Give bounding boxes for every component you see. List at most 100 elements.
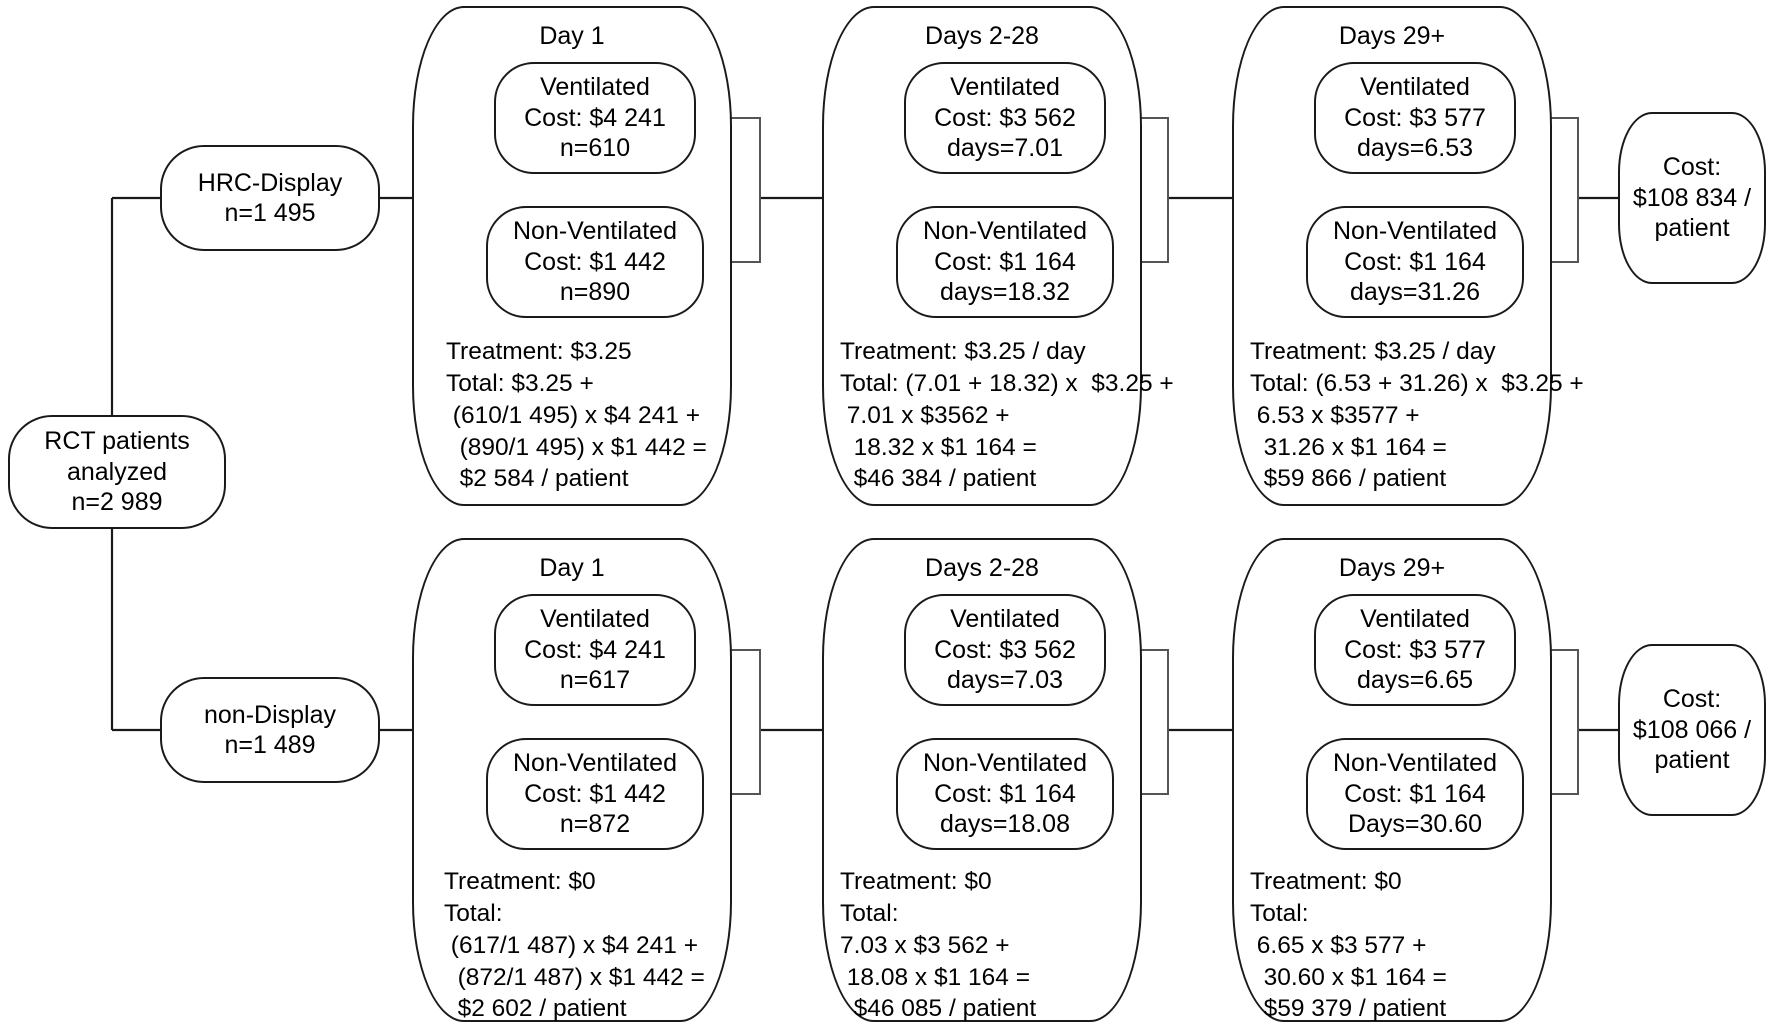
formula-line: $46 384 / patient: [840, 465, 1037, 493]
total-line-1: Cost:: [1662, 685, 1722, 714]
vent-line-1: Ventilated: [540, 73, 650, 102]
vent-line-3: n=617: [559, 666, 631, 695]
node-top-days2-28-ventilated[interactable]: Ventilated Cost: $3 562 days=7.01: [904, 62, 1106, 174]
nonvent-line-2: Cost: $1 164: [934, 247, 1076, 276]
formula-line: (617/1 487) x $4 241 +: [444, 931, 699, 959]
stage-title-bottom-days-2-28: Days 2-28: [925, 554, 1039, 582]
nonvent-line-3: n=872: [559, 810, 631, 839]
formula-line: (890/1 495) x $1 442 =: [446, 433, 707, 461]
formula-line: $2 584 / patient: [446, 465, 629, 493]
nonvent-line-1: Non-Ventilated: [512, 217, 677, 246]
formula-line: (610/1 495) x $4 241 +: [446, 401, 701, 429]
node-top-day1-non-ventilated[interactable]: Non-Ventilated Cost: $1 442 n=890: [486, 206, 704, 318]
nonvent-line-3: days=18.32: [940, 278, 1070, 307]
node-bottom-day1-non-ventilated[interactable]: Non-Ventilated Cost: $1 442 n=872: [486, 738, 704, 850]
vent-line-2: Cost: $3 562: [934, 635, 1076, 664]
formula-line: Treatment: $3.25 / day: [840, 338, 1086, 365]
nonvent-line-1: Non-Ventilated: [922, 217, 1087, 246]
formula-line: Total: $3.25 +: [446, 369, 594, 397]
total-line-3: patient: [1654, 214, 1730, 243]
node-top-days29-ventilated[interactable]: Ventilated Cost: $3 577 days=6.53: [1314, 62, 1516, 174]
formula-line: 18.08 x $1 164 =: [840, 963, 1031, 991]
vent-line-2: Cost: $4 241: [524, 103, 666, 132]
formula-line: (872/1 487) x $1 442 =: [444, 963, 705, 991]
total-line-3: patient: [1654, 746, 1730, 775]
node-top-day1-ventilated[interactable]: Ventilated Cost: $4 241 n=610: [494, 62, 696, 174]
node-bottom-days2-28-ventilated[interactable]: Ventilated Cost: $3 562 days=7.03: [904, 594, 1106, 706]
formula-line: Total:: [840, 899, 899, 927]
formula-line: $2 602 / patient: [444, 995, 627, 1023]
nonvent-line-1: Non-Ventilated: [512, 749, 677, 778]
formula-line: 6.53 x $3577 +: [1250, 401, 1420, 429]
arm-label-line-1: non-Display: [203, 700, 336, 729]
node-non-display[interactable]: non-Display n=1 489: [160, 677, 380, 783]
vent-line-2: Cost: $3 577: [1344, 103, 1486, 132]
formula-line: Treatment: $3.25 / day: [1250, 338, 1496, 365]
nonvent-line-2: Cost: $1 164: [1344, 779, 1486, 808]
nonvent-line-2: Cost: $1 442: [524, 779, 666, 808]
formula-line: 31.26 x $1 164 =: [1250, 433, 1447, 461]
formula-bottom-day-1: Treatment: $0 Total: (617/1 487) x $4 241…: [444, 866, 754, 1025]
total-line-2: $108 066 /: [1632, 715, 1752, 744]
nonvent-line-1: Non-Ventilated: [922, 749, 1087, 778]
node-top-days2-28-non-ventilated[interactable]: Non-Ventilated Cost: $1 164 days=18.32: [896, 206, 1114, 318]
formula-line: Treatment: $0: [840, 868, 992, 895]
vent-line-3: n=610: [559, 134, 631, 163]
vent-line-1: Ventilated: [1360, 73, 1470, 102]
nonvent-line-3: Days=30.60: [1347, 810, 1483, 839]
stage-title-bottom-days-29-plus: Days 29+: [1338, 554, 1446, 582]
node-bottom-days29-non-ventilated[interactable]: Non-Ventilated Cost: $1 164 Days=30.60: [1306, 738, 1524, 850]
vent-line-3: days=6.65: [1356, 666, 1474, 695]
node-bottom-day1-ventilated[interactable]: Ventilated Cost: $4 241 n=617: [494, 594, 696, 706]
arm-label-line-1: HRC-Display: [197, 168, 343, 197]
formula-line: Treatment: $0: [1250, 868, 1402, 895]
vent-line-1: Ventilated: [1360, 605, 1470, 634]
formula-line: Total: (6.53 + 31.26) x $3.25 +: [1250, 369, 1584, 397]
stage-title-bottom-day-1: Day 1: [539, 554, 605, 582]
formula-bottom-days-2-28: Treatment: $0 Total: 7.03 x $3 562 + 18.08…: [840, 866, 1150, 1025]
vent-line-2: Cost: $3 577: [1344, 635, 1486, 664]
vent-line-2: Cost: $3 562: [934, 103, 1076, 132]
stage-title-top-days-29-plus: Days 29+: [1338, 22, 1446, 50]
vent-line-1: Ventilated: [540, 605, 650, 634]
formula-line: Total: (7.01 + 18.32) x $3.25 +: [840, 369, 1174, 397]
formula-line: $46 085 / patient: [840, 995, 1037, 1023]
nonvent-line-2: Cost: $1 164: [1344, 247, 1486, 276]
root-line-3: n=2 989: [71, 488, 163, 517]
formula-line: Total:: [444, 899, 503, 927]
formula-line: Treatment: $0: [444, 868, 596, 895]
nonvent-line-3: days=31.26: [1350, 278, 1480, 307]
formula-line: $59 866 / patient: [1250, 465, 1447, 493]
total-line-2: $108 834 /: [1632, 183, 1752, 212]
vent-line-3: days=7.03: [946, 666, 1064, 695]
formula-line: $59 379 / patient: [1250, 995, 1447, 1023]
formula-line: 7.01 x $3562 +: [840, 401, 1010, 429]
root-line-1: RCT patients: [44, 427, 190, 456]
nonvent-line-1: Non-Ventilated: [1332, 749, 1497, 778]
node-total-cost-non-display[interactable]: Cost: $108 066 / patient: [1618, 644, 1766, 816]
node-hrc-display[interactable]: HRC-Display n=1 495: [160, 145, 380, 251]
vent-line-1: Ventilated: [950, 605, 1060, 634]
stage-title-top-day-1: Day 1: [539, 22, 605, 50]
nonvent-line-1: Non-Ventilated: [1332, 217, 1497, 246]
vent-line-1: Ventilated: [950, 73, 1060, 102]
formula-line: Total:: [1250, 899, 1309, 927]
nonvent-line-2: Cost: $1 442: [524, 247, 666, 276]
formula-line: 18.32 x $1 164 =: [840, 433, 1037, 461]
node-bottom-days29-ventilated[interactable]: Ventilated Cost: $3 577 days=6.65: [1314, 594, 1516, 706]
formula-line: 7.03 x $3 562 +: [840, 931, 1010, 959]
node-bottom-days2-28-non-ventilated[interactable]: Non-Ventilated Cost: $1 164 days=18.08: [896, 738, 1114, 850]
node-rct-patients[interactable]: RCT patients analyzed n=2 989: [8, 415, 226, 529]
formula-line: 6.65 x $3 577 +: [1250, 931, 1427, 959]
root-line-2: analyzed: [66, 457, 168, 486]
node-total-cost-hrc-display[interactable]: Cost: $108 834 / patient: [1618, 112, 1766, 284]
nonvent-line-2: Cost: $1 164: [934, 779, 1076, 808]
vent-line-3: days=7.01: [946, 134, 1064, 163]
node-top-days29-non-ventilated[interactable]: Non-Ventilated Cost: $1 164 days=31.26: [1306, 206, 1524, 318]
vent-line-2: Cost: $4 241: [524, 635, 666, 664]
